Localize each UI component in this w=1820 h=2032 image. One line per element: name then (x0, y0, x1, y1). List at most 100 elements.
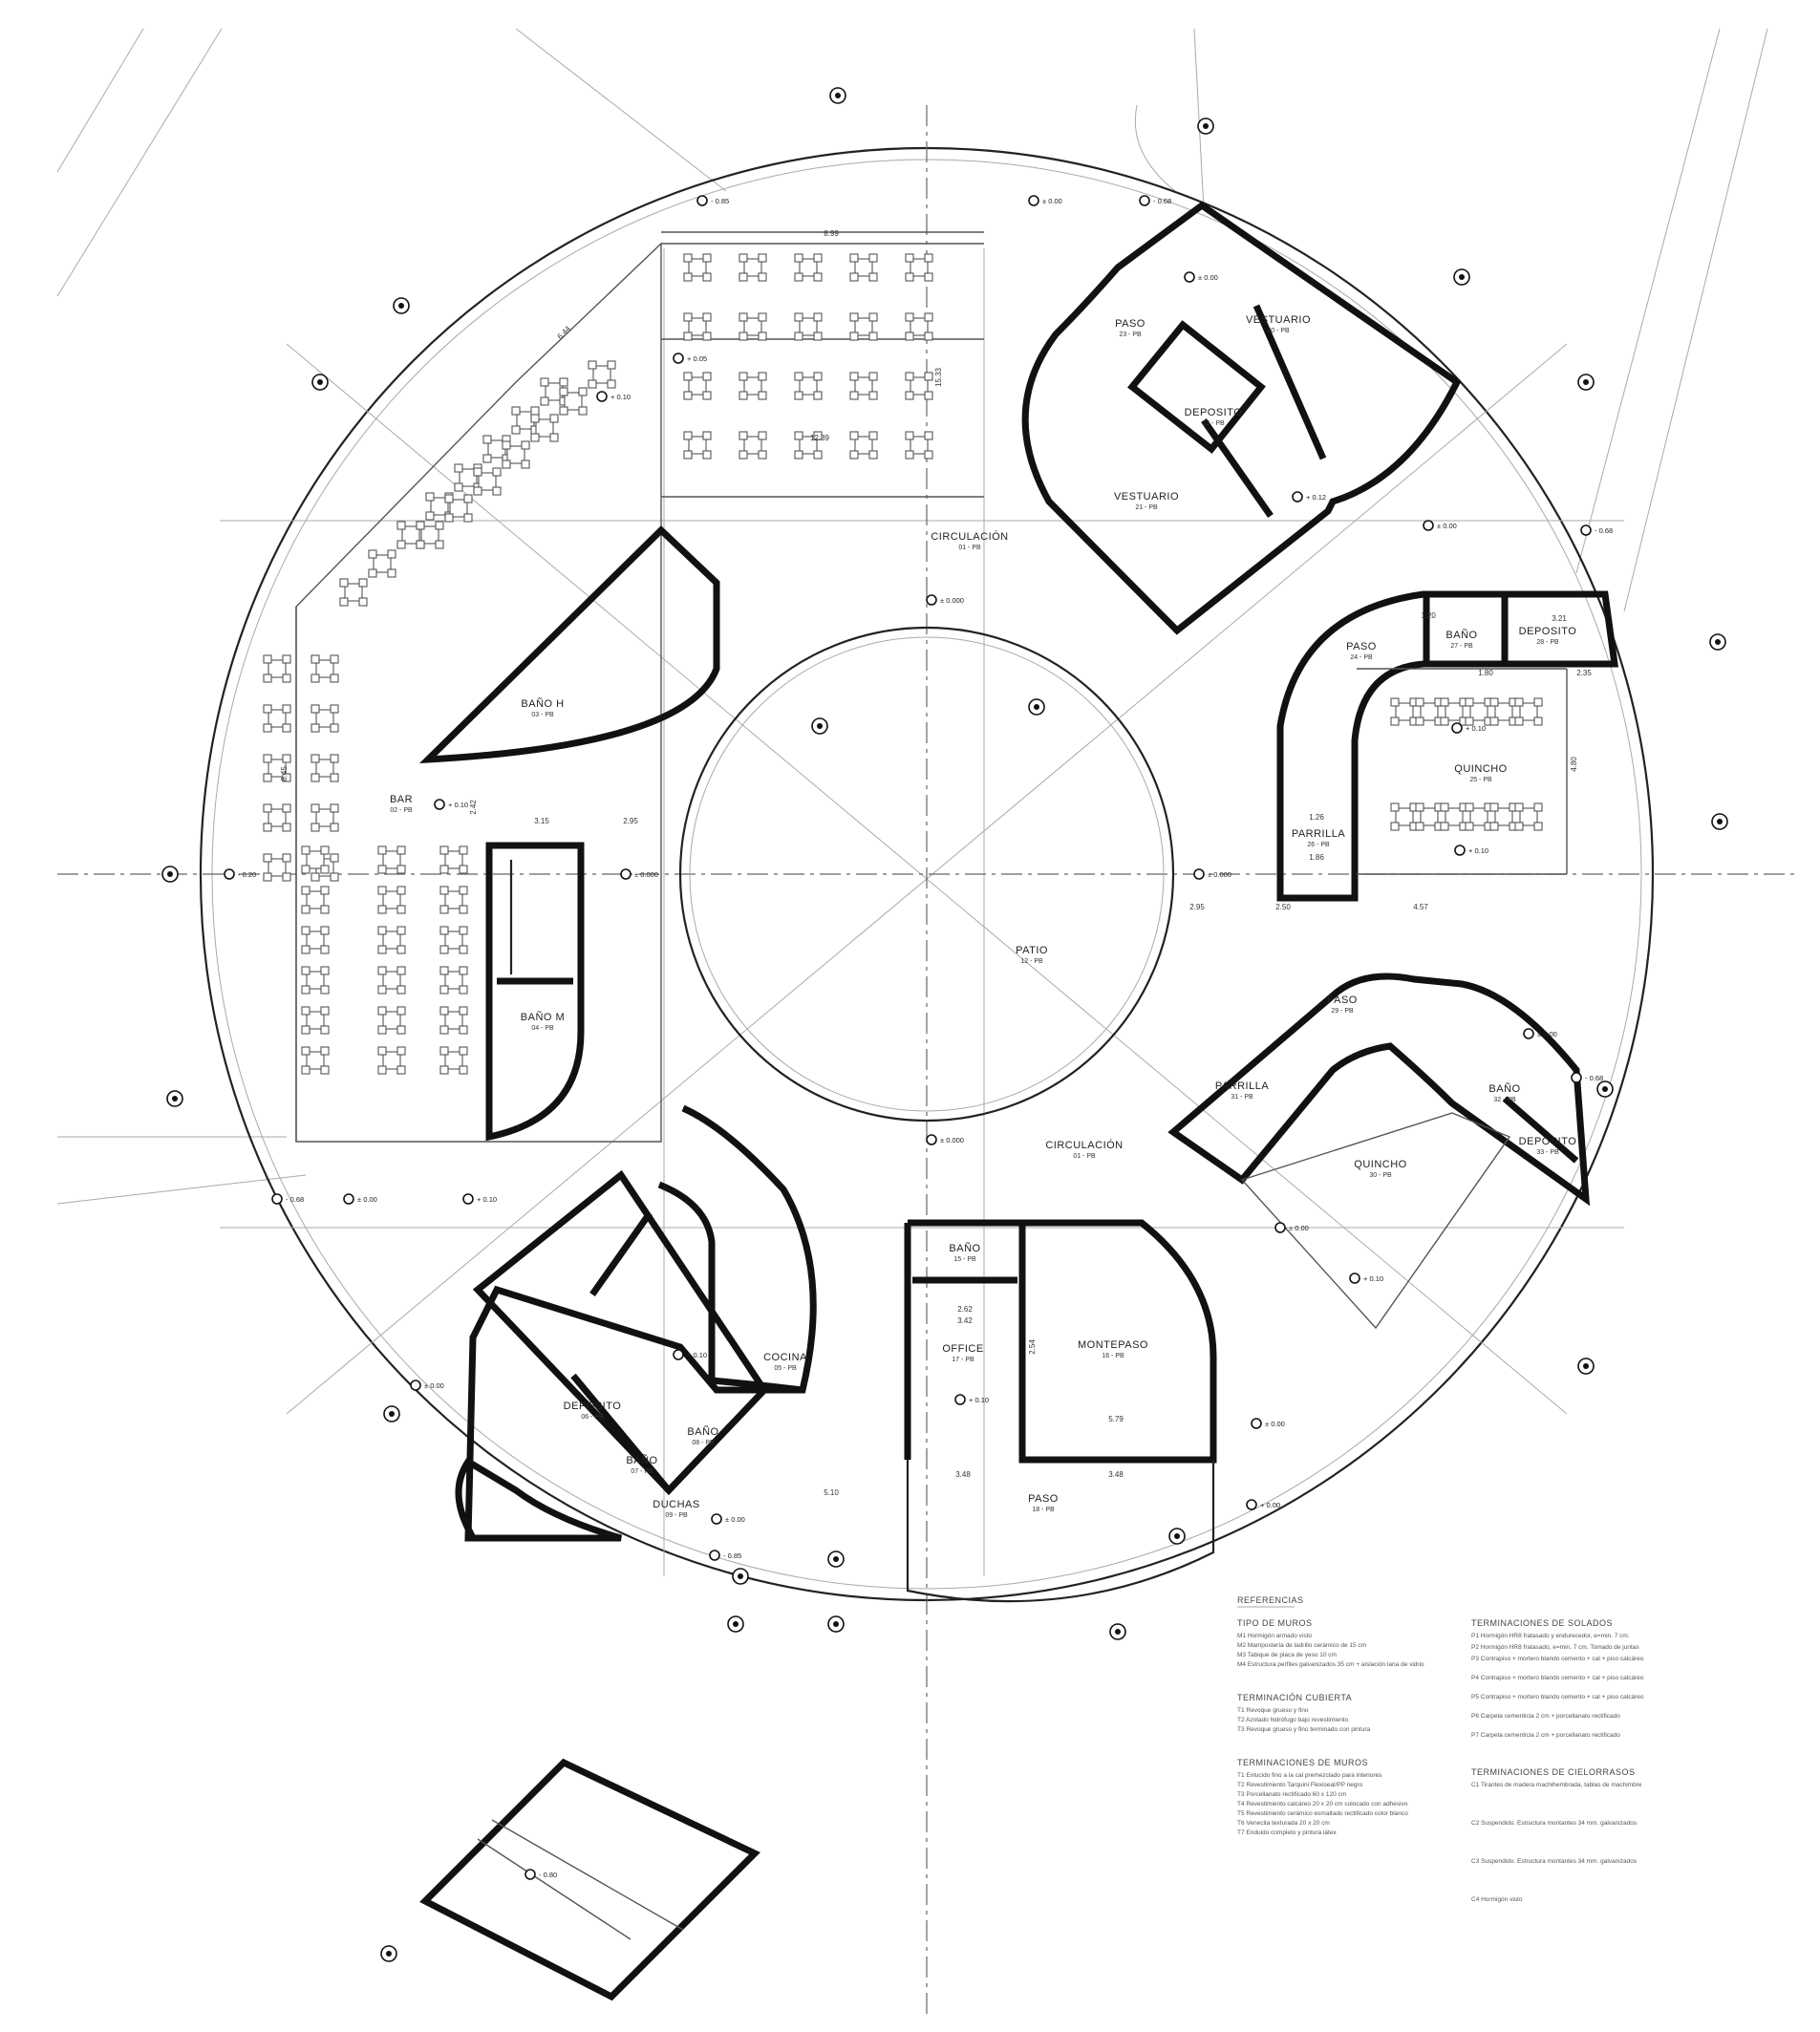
room-name: PARRILLA (1292, 828, 1346, 840)
room-label-bano-m-west: BAÑO M 04 - PB (521, 1011, 565, 1032)
section-marker (811, 717, 828, 735)
notes-line: T1 Enlucido fino a la cal premezclado pa… (1237, 1772, 1382, 1779)
table-set (301, 926, 330, 954)
room-code: 30 - PB (1369, 1172, 1392, 1179)
level-marker: + 0.10 (462, 1193, 497, 1205)
dimension-label: 2.54 (1028, 1339, 1037, 1355)
notes-title: REFERENCIAS (1237, 1595, 1304, 1605)
room-code: 32 - PB (1493, 1097, 1516, 1103)
room-name: VESTUARIO (1246, 314, 1311, 326)
room-code: 29 - PB (1331, 1008, 1354, 1015)
level-marker: ± 0.000 (1193, 868, 1231, 880)
table-set (439, 886, 468, 914)
level-marker: ± 0.00 (1423, 520, 1457, 531)
table-set (794, 372, 823, 400)
level-value: ± 0.00 (1198, 273, 1218, 282)
level-value: - 0.68 (1595, 526, 1613, 535)
level-value: - 0.85 (711, 197, 729, 205)
section-marker (393, 297, 410, 314)
table-set (377, 1046, 406, 1075)
room-label-bano-h-west: BAÑO H 03 - PB (521, 697, 564, 718)
table-set (301, 1006, 330, 1035)
dimension-labels: 8.99 12.39 15.33 6.44 8.45 2.42 3.15 2.9… (280, 229, 1592, 1497)
room-label-vestuario-2: VESTUARIO 21 - PB (1114, 491, 1179, 511)
level-value: + 0.10 (687, 1351, 707, 1359)
table-set (263, 754, 291, 782)
dimension-label: 3.21 (1552, 614, 1567, 623)
table-set (473, 467, 502, 496)
level-value: ± 0.00 (357, 1195, 377, 1204)
level-value: - 0.68 (1585, 1074, 1603, 1082)
room-name: BAÑO M (521, 1011, 565, 1023)
level-marker: ± 0.00 (410, 1380, 444, 1391)
table-set (310, 654, 339, 683)
room-label-circulacion-south: CIRCULACIÓN 01 - PB (1045, 1139, 1123, 1160)
room-label-montepaso: MONTEPASO 16 - PB (1078, 1339, 1147, 1359)
level-marker: ± 0.00 (711, 1513, 745, 1525)
room-label-bano-sw2: BAÑO 08 - PB (687, 1425, 718, 1446)
notes-line: P4 Contrapiso + mortero blando cemento +… (1471, 1675, 1644, 1681)
level-marker: + 0.10 (434, 799, 468, 810)
level-value: - 0.85 (723, 1551, 741, 1560)
notes-line: T2 Revestimiento Tarquini Flexiseal/PP n… (1237, 1782, 1363, 1788)
notes-line: P6 Carpeta cementicia 2 cm + porcellanat… (1471, 1713, 1620, 1720)
table-set (377, 966, 406, 995)
table-set (1514, 697, 1543, 726)
dimension-label: 1.80 (1478, 669, 1493, 677)
level-marker: - 0.20 (224, 868, 256, 880)
level-value: ± 0.00 (1289, 1224, 1309, 1232)
notes-line: T6 Venecita texturada 20 x 20 cm (1237, 1820, 1330, 1827)
level-marker: ± 0.00 (343, 1193, 377, 1205)
table-set (1440, 802, 1468, 831)
room-code: 01 - PB (1073, 1153, 1096, 1160)
table-set (310, 754, 339, 782)
level-marker: - 0.68 (1580, 524, 1613, 536)
table-set (683, 372, 712, 400)
level-marker: - 0.85 (696, 195, 729, 206)
table-set (310, 704, 339, 733)
notes-line: P2 Hormigón HR8 fratasado, e=min. 7 cm. … (1471, 1644, 1639, 1651)
room-name: DEPOSITO (1185, 407, 1243, 418)
notes-line: T4 Revestimiento calcáreo 20 x 20 cm col… (1237, 1801, 1408, 1807)
level-marker: + 0.00 (1246, 1499, 1280, 1510)
level-value: ± 0.000 (940, 596, 964, 605)
room-labels: PATIO 12 - PB CIRCULACIÓN 01 - PB CIRCUL… (390, 314, 1576, 1519)
table-set (849, 253, 878, 282)
level-marker: ± 0.000 (620, 868, 658, 880)
section-marker (1596, 1080, 1614, 1098)
level-marker: ± 0.000 (926, 1134, 964, 1145)
room-code: 22 - PB (1202, 420, 1225, 427)
room-name: BAÑO (949, 1242, 980, 1254)
level-marker: + 0.12 (1292, 491, 1326, 503)
table-set (1415, 802, 1444, 831)
notes-section-title: TERMINACIONES DE MUROS (1237, 1758, 1368, 1767)
dimension-label: 4.57 (1413, 903, 1428, 911)
room-name: CIRCULACIÓN (1045, 1139, 1123, 1151)
room-code: 16 - PB (1102, 1353, 1124, 1359)
notes-line: C2 Suspendido. Estructura montantes 34 m… (1471, 1820, 1638, 1827)
room-name: CIRCULACIÓN (931, 530, 1008, 543)
room-label-parrilla-east: PARRILLA 26 - PB (1292, 828, 1346, 848)
room-label-deposito-se: DEPOSITO 33 - PB (1519, 1136, 1576, 1156)
room-code: 05 - PB (774, 1365, 797, 1372)
room-label-bano-east: BAÑO 27 - PB (1445, 629, 1477, 650)
table-set (1415, 697, 1444, 726)
room-label-paso-east: PASO 24 - PB (1346, 641, 1376, 661)
room-code: 17 - PB (952, 1357, 974, 1363)
table-set (1465, 802, 1493, 831)
site-context-lines (56, 28, 1768, 1205)
notes-line: M3 Tabique de placa de yeso 10 cm (1237, 1652, 1337, 1658)
table-set (739, 253, 767, 282)
table-set (849, 312, 878, 341)
level-marker: + 0.05 (673, 353, 707, 364)
room-label-cocina: COCINA 05 - PB (763, 1352, 806, 1372)
level-marker: ± 0.000 (926, 594, 964, 606)
level-marker: ± 0.00 (1184, 271, 1218, 283)
room-label-parrilla-se: PARRILLA 31 - PB (1215, 1080, 1269, 1101)
dimension-label: 2.35 (1576, 669, 1592, 677)
table-set (368, 549, 396, 578)
annex-square (419, 1758, 760, 2001)
south-block (904, 1219, 1217, 1603)
notes-line: T7 Enduido completo y pintura látex (1237, 1829, 1337, 1836)
table-set (683, 312, 712, 341)
